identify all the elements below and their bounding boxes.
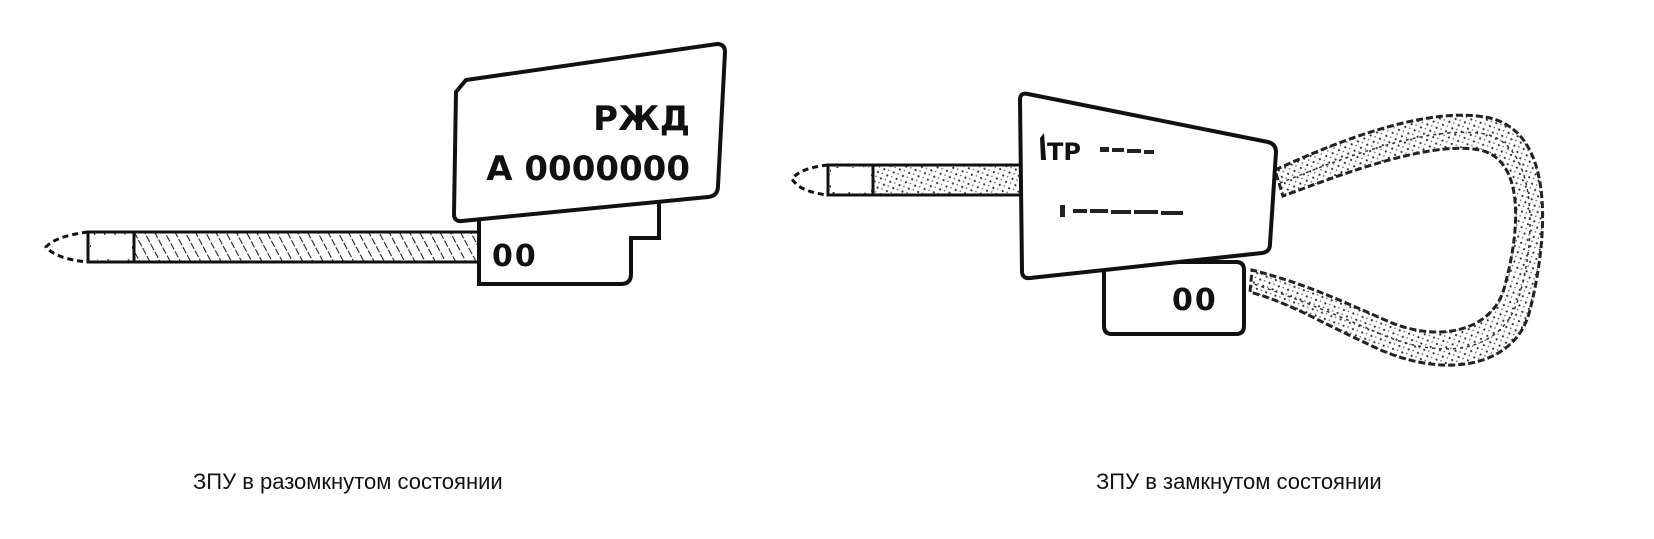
closed-seal-cable-tip	[790, 163, 829, 197]
closed-seal-tab-text: 00	[1172, 283, 1218, 318]
closed-seal-cable-strand	[1250, 131, 1531, 350]
open-seal-cable-tip	[44, 230, 89, 264]
open-seal-tab	[477, 194, 661, 286]
closed-seal: 00 ТР	[790, 91, 1545, 367]
open-seal-body-line2: А 0000000	[486, 149, 690, 189]
closed-seal-body	[1017, 91, 1279, 281]
open-seal-tab-text: 00	[492, 239, 538, 274]
closed-seal-cable-loop	[1248, 113, 1545, 367]
closed-seal-inscription-marks	[1060, 147, 1183, 217]
open-seal-body-line1: РЖД	[593, 99, 690, 139]
closed-seal-logo-text: ТР	[1047, 138, 1081, 166]
open-seal-cable	[86, 230, 510, 264]
closed-seal-tab	[1102, 260, 1246, 336]
closed-seal-logo-icon: ТР	[1040, 133, 1081, 166]
open-seal-body	[451, 41, 728, 224]
closed-seal-caption: ЗПУ в замкнутом состоянии	[1096, 469, 1382, 494]
open-seal-caption: ЗПУ в разомкнутом состоянии	[193, 469, 503, 494]
open-seal: 00 РЖД А 0000000	[44, 41, 728, 286]
